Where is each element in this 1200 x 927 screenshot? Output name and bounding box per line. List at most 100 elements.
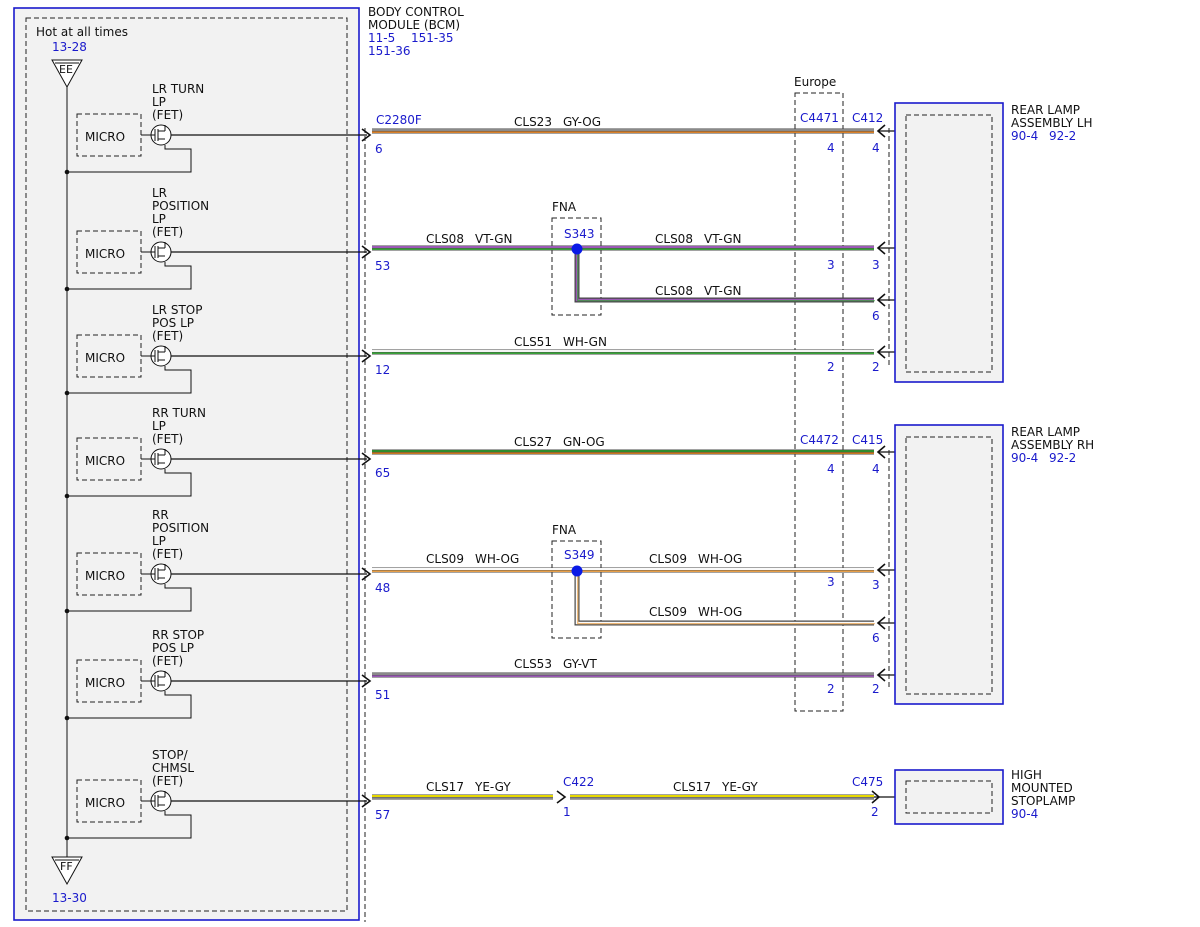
rear-lamp-lh-ref2[interactable]: 92-2 [1049, 129, 1076, 143]
connector-arrow-icon [361, 794, 372, 808]
chmsl-ref1[interactable]: 90-4 [1011, 807, 1038, 821]
wire-circuit-label: CLS27 [514, 435, 552, 449]
lamp-pin: 4 [872, 141, 880, 155]
rear-lamp-rh-ref1[interactable]: 90-4 [1011, 451, 1038, 465]
wire-cls09-main [372, 567, 874, 573]
hot-ref-link[interactable]: 13-28 [52, 40, 87, 54]
wire-color-label: VT-GN [704, 232, 741, 246]
c415-label[interactable]: C415 [852, 433, 883, 447]
fet-label-line: POS LP [152, 641, 194, 655]
micro-label: MICRO [85, 676, 125, 690]
c412-label[interactable]: C412 [852, 111, 883, 125]
c475-label[interactable]: C475 [852, 775, 883, 789]
wire-cls51 [372, 349, 874, 355]
wire-cls08-main [372, 245, 874, 251]
rear-lamp-lh-box [894, 102, 1004, 383]
fet-label-line: LR TURN [152, 82, 204, 96]
c422-label[interactable]: C422 [563, 775, 594, 789]
bcm-module-box [13, 7, 360, 921]
svg-text:EE: EE [59, 63, 73, 76]
connector-arrow-icon [361, 452, 372, 466]
europe-pin: 3 [827, 258, 835, 272]
wire-cls08-branch [574, 250, 875, 303]
europe-pin: 3 [827, 575, 835, 589]
lamp-pin: 4 [872, 462, 880, 476]
fet-label-line: POS LP [152, 316, 194, 330]
fet-label-line: LP [152, 212, 166, 226]
fet-label-line: (FET) [152, 654, 183, 668]
wire-cls53 [372, 672, 874, 678]
bcm-ref-link-3[interactable]: 151-36 [368, 44, 411, 58]
rear-lamp-lh-title1: REAR LAMP [1011, 103, 1080, 117]
wire-cls27 [372, 449, 874, 455]
wire-color-label: WH-OG [698, 552, 742, 566]
fet-label-line: RR TURN [152, 406, 206, 420]
bottom-ref-link[interactable]: 13-30 [52, 891, 87, 905]
lamp-pin: 6 [872, 631, 880, 645]
bcm-pin: 12 [375, 363, 390, 377]
rear-lamp-lh-ref1[interactable]: 90-4 [1011, 129, 1038, 143]
fet-label-line: LP [152, 419, 166, 433]
lamp-pin: 2 [872, 682, 880, 696]
wire-cls23 [372, 128, 874, 134]
connector-arrow-icon [361, 567, 372, 581]
wire-cls09-branch [574, 572, 875, 626]
fet-label-line: (FET) [152, 432, 183, 446]
c4472-label[interactable]: C4472 [800, 433, 839, 447]
wire-color-label: WH-OG [475, 552, 519, 566]
europe-pin: 4 [827, 462, 835, 476]
fet-label-line: (FET) [152, 329, 183, 343]
rear-lamp-rh-ref2[interactable]: 92-2 [1049, 451, 1076, 465]
bus-ff-icon: FF [51, 856, 83, 886]
fna-label-2: FNA [552, 523, 577, 537]
lamp-pin: 2 [872, 360, 880, 374]
bcm-connector-label[interactable]: C2280F [376, 113, 422, 127]
lamp-pin: 2 [871, 805, 879, 819]
europe-pin: 2 [827, 682, 835, 696]
micro-label: MICRO [85, 796, 125, 810]
europe-label: Europe [794, 75, 836, 89]
svg-text:FF: FF [60, 860, 73, 873]
wire-color-label: VT-GN [475, 232, 512, 246]
lamp-pin: 6 [872, 309, 880, 323]
wire-color-label: YE-GY [721, 780, 758, 794]
fna-box-1 [551, 217, 602, 316]
bcm-pin: 51 [375, 688, 390, 702]
c4471-label[interactable]: C4471 [800, 111, 839, 125]
bcm-pin: 65 [375, 466, 390, 480]
splice-s343-dot [571, 243, 583, 255]
bcm-title-line2: MODULE (BCM) [368, 18, 460, 32]
europe-pin: 4 [827, 141, 835, 155]
splice-s349-label: S349 [564, 548, 595, 562]
bcm-pin: 57 [375, 808, 390, 822]
bcm-ref-link-2[interactable]: 151-35 [411, 31, 454, 45]
wire-color-label: WH-OG [698, 605, 742, 619]
splice-s349-dot [571, 565, 583, 577]
chmsl-box [894, 769, 1004, 825]
bus-ee-icon: EE [51, 59, 83, 89]
wire-cls17-a [372, 794, 553, 800]
bcm-title-line1: BODY CONTROL [368, 5, 464, 19]
chmsl-title3: STOPLAMP [1011, 794, 1075, 808]
chmsl-title2: MOUNTED [1011, 781, 1073, 795]
bcm-ref-link-1[interactable]: 11-5 [368, 31, 395, 45]
fet-label-line: LR STOP [152, 303, 202, 317]
micro-label: MICRO [85, 351, 125, 365]
wire-color-label: GY-VT [563, 657, 597, 671]
fet-label-line: (FET) [152, 225, 183, 239]
fna-box-2 [551, 540, 602, 639]
fet-label-line: RR STOP [152, 628, 204, 642]
bcm-inner-dashed [25, 17, 348, 912]
wire-circuit-label: CLS17 [673, 780, 711, 794]
europe-connector-box [794, 92, 844, 712]
rear-lamp-lh-title2: ASSEMBLY LH [1011, 116, 1093, 130]
micro-label: MICRO [85, 130, 125, 144]
connector-arrow-icon [361, 349, 372, 363]
rear-lamp-rh-title1: REAR LAMP [1011, 425, 1080, 439]
rear-lamp-rh-inner [905, 436, 993, 695]
